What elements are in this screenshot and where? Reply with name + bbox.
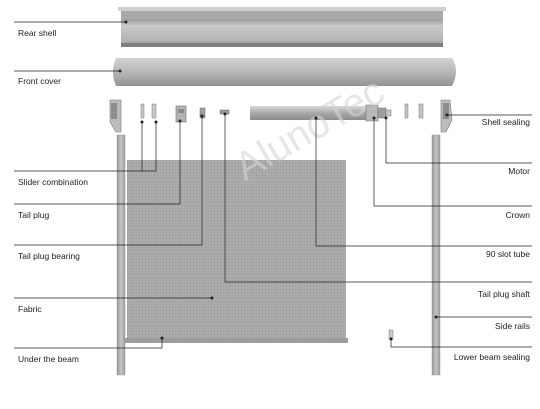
label-side-rails: Side rails	[495, 321, 530, 331]
right-side-rail	[431, 134, 441, 376]
slider-combination-parts	[140, 103, 157, 119]
label-under-the-beam: Under the beam	[18, 354, 79, 364]
label-tail-plug-bearing: Tail plug bearing	[18, 251, 80, 261]
label-rear-shell: Rear shell	[18, 28, 57, 38]
tail-plug-part	[175, 105, 187, 123]
bottom-beam-part	[125, 338, 348, 343]
leader-lines	[14, 21, 532, 349]
label-tail-plug: Tail plug	[18, 210, 50, 220]
front-cover-part	[113, 58, 456, 86]
label-motor: Motor	[508, 166, 530, 176]
fabric-panel	[127, 160, 346, 342]
left-end-cap-part	[109, 99, 122, 133]
label-tail-plug-shaft: Tail plug shaft	[478, 289, 530, 299]
label-90-slot-tube: 90 slot tube	[486, 249, 530, 259]
label-slider-combination: Slider combination	[18, 177, 88, 187]
label-crown: Crown	[505, 210, 530, 220]
left-side-rail	[116, 134, 126, 376]
leader-dots	[118, 20, 449, 341]
label-lower-beam-sealing: Lower beam sealing	[453, 352, 530, 362]
rear-shell-part	[118, 7, 446, 47]
shell-sealing-parts	[404, 103, 424, 119]
label-front-cover: Front cover	[18, 76, 61, 86]
label-shell-sealing: Shell sealing	[481, 117, 530, 127]
tail-plug-bearing-part	[199, 107, 206, 119]
label-fabric: Fabric	[18, 304, 42, 314]
